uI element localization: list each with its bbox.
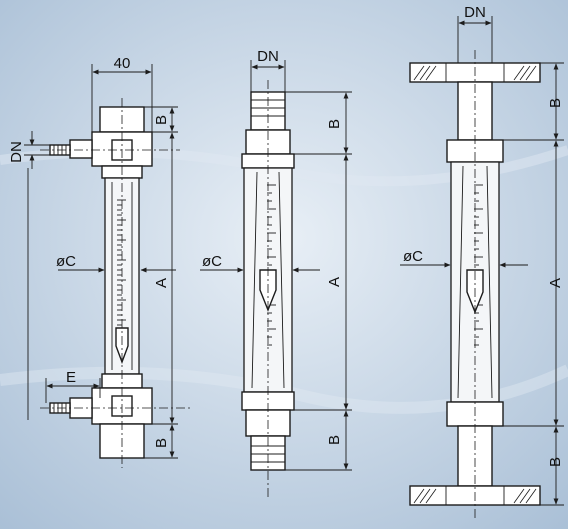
right-top-flange-hatch xyxy=(413,65,537,81)
left-flowmeter: 40 DN øC E B A B xyxy=(8,55,190,468)
middle-b-bottom-label: B xyxy=(326,435,343,445)
left-width-label: 40 xyxy=(114,55,131,72)
middle-b-top-label: B xyxy=(326,119,343,129)
right-b-bottom-label: B xyxy=(547,457,564,467)
left-dn-label: DN xyxy=(8,141,25,163)
middle-bottom-fitting xyxy=(250,435,286,471)
left-c-label: øC xyxy=(56,253,76,270)
left-inlet-nut xyxy=(69,139,93,159)
right-flowmeter: DN øC B A B xyxy=(400,4,564,520)
middle-flowmeter: DN øC B A B xyxy=(200,48,352,500)
left-e-label: E xyxy=(66,369,76,386)
dim-right-dn-ext xyxy=(457,16,493,63)
right-bottom-flange-hatch xyxy=(413,488,537,504)
dim-right-ext xyxy=(503,62,564,506)
dim-dn-left-ext xyxy=(24,144,50,156)
middle-tube-taper xyxy=(251,171,285,389)
left-a-label: A xyxy=(153,278,170,288)
right-tube-taper xyxy=(457,165,493,399)
left-scale xyxy=(117,199,126,331)
middle-c-label: øC xyxy=(202,253,222,270)
dim-middle-ext xyxy=(285,91,352,471)
dim-middle-dn-ext xyxy=(250,60,286,92)
right-b-top-label: B xyxy=(547,98,564,108)
right-dn-label: DN xyxy=(464,4,486,21)
middle-dn-label: DN xyxy=(257,48,279,65)
right-a-label: A xyxy=(547,278,564,288)
middle-a-label: A xyxy=(326,277,343,287)
right-c-label: øC xyxy=(403,248,423,265)
dim-e-ext xyxy=(45,378,101,403)
left-b-top-label: B xyxy=(153,115,170,125)
dim-left-ext xyxy=(144,106,178,459)
left-b-bottom-label: B xyxy=(153,438,170,448)
dim-40-ext xyxy=(91,64,153,132)
